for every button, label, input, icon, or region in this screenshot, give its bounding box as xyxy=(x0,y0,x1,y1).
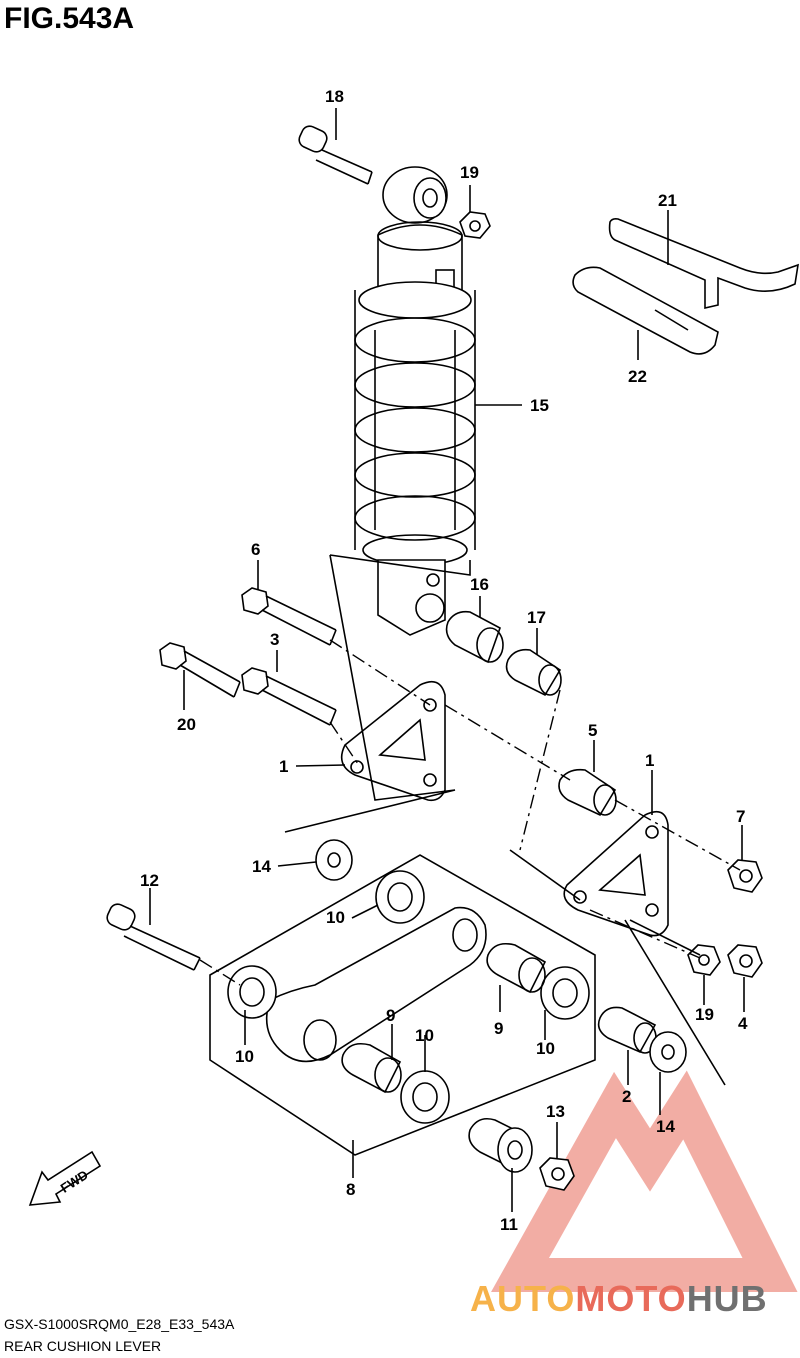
callout-15: 15 xyxy=(530,396,549,415)
collar-17-part xyxy=(505,648,562,697)
cushion-rod-plate-1-right-part xyxy=(563,810,669,937)
nut-7-part xyxy=(727,859,763,893)
callout-4: 4 xyxy=(738,1014,748,1033)
bearing-16-part xyxy=(445,610,504,664)
watermark-part-hub: HUB xyxy=(686,1278,768,1319)
bolt-20-part xyxy=(159,642,241,698)
callout-5: 5 xyxy=(588,721,597,740)
callout-16: 16 xyxy=(470,575,489,594)
watermark-logo-icon xyxy=(491,1070,798,1292)
callout-7: 7 xyxy=(736,807,745,826)
collar-2-part xyxy=(597,1006,657,1054)
bearing-10-d-part xyxy=(400,1070,450,1124)
nut-13-part xyxy=(539,1157,575,1191)
spanner-tool-21-part xyxy=(608,218,799,310)
callout-numbers: 18 19 21 22 15 6 3 20 1 16 17 5 1 7 14 1… xyxy=(140,87,748,1234)
nut-19-part xyxy=(459,211,491,239)
washer-14-lower-part xyxy=(649,1031,687,1073)
cushion-lever-part xyxy=(265,906,487,1063)
callout-3: 3 xyxy=(270,630,279,649)
callout-11: 11 xyxy=(500,1215,518,1234)
callout-1-left: 1 xyxy=(279,757,288,776)
section-name: REAR CUSHION LEVER xyxy=(4,1338,162,1354)
model-code: GSX-S1000SRQM0_E28_E33_543A xyxy=(4,1316,235,1332)
collar-5-part xyxy=(558,768,617,817)
callout-10-d: 10 xyxy=(415,1026,434,1045)
lever-assembly-8-outline xyxy=(209,854,596,1156)
watermark-part-moto: MOTO xyxy=(575,1278,687,1319)
callout-leaders xyxy=(149,108,745,1212)
bolt-12-part xyxy=(106,903,201,971)
bolt-18-part xyxy=(298,125,373,185)
callout-10-b: 10 xyxy=(235,1047,254,1066)
exploded-view-brackets xyxy=(284,554,726,1086)
callout-19-top: 19 xyxy=(460,163,479,182)
callout-18: 18 xyxy=(325,87,344,106)
watermark-text: AUTOMOTOHUB xyxy=(470,1278,768,1320)
callout-2: 2 xyxy=(622,1087,631,1106)
washer-14-upper-part xyxy=(315,839,353,881)
callout-14-lower: 14 xyxy=(656,1117,675,1136)
callout-9-a: 9 xyxy=(494,1019,503,1038)
needle-bearing-9-a-part xyxy=(486,942,547,994)
bearing-10-a-part xyxy=(375,870,425,924)
callout-8: 8 xyxy=(346,1180,355,1199)
shock-absorber-part xyxy=(354,166,476,636)
callout-10-a: 10 xyxy=(326,908,345,927)
nut-19-lower-part xyxy=(687,944,721,976)
bearing-10-b-part xyxy=(227,965,277,1019)
assembly-axis-lines xyxy=(199,639,741,986)
bearing-10-c-part xyxy=(540,966,590,1020)
callout-13: 13 xyxy=(546,1102,565,1121)
callout-17: 17 xyxy=(527,608,546,627)
callout-9-b: 9 xyxy=(386,1006,395,1025)
callout-19-lower: 19 xyxy=(695,1005,714,1024)
needle-bearing-9-b-part xyxy=(341,1042,402,1094)
nut-4-part xyxy=(727,944,763,978)
callout-1-right: 1 xyxy=(645,751,654,770)
callout-10-c: 10 xyxy=(536,1039,555,1058)
forward-direction-icon: FWD xyxy=(28,1150,102,1206)
callout-14-upper: 14 xyxy=(252,857,271,876)
figure-title: FIG.543A xyxy=(4,2,135,35)
callout-12: 12 xyxy=(140,871,159,890)
bolt-3-part xyxy=(241,667,337,726)
callout-6: 6 xyxy=(251,540,260,559)
collar-11-part xyxy=(468,1117,533,1173)
callout-21: 21 xyxy=(658,191,677,210)
callout-20: 20 xyxy=(177,715,196,734)
bolt-6-part xyxy=(241,587,337,646)
callout-22: 22 xyxy=(628,367,647,386)
watermark-part-auto: AUTO xyxy=(470,1278,576,1319)
pin-tool-22-part xyxy=(572,266,719,355)
